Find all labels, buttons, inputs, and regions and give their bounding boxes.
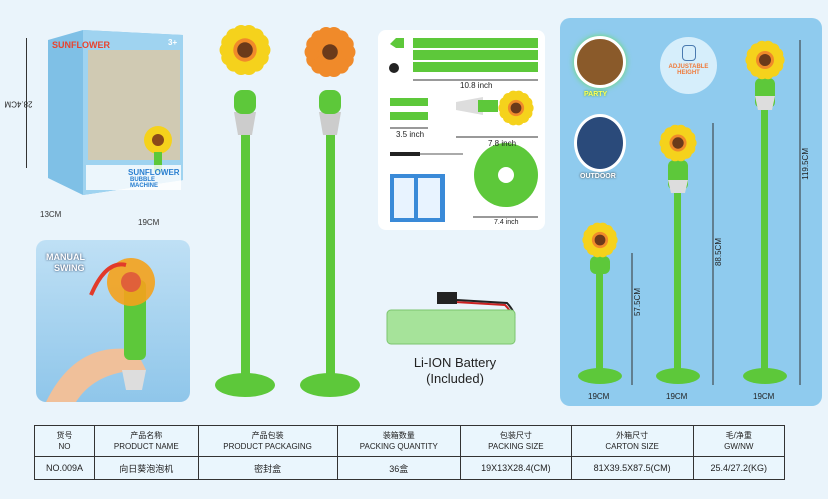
product-box: SUNFLOWER SUNFLOWER BUBBLE MACHINE 3+ [48, 30, 183, 195]
height-small-label: 57.5CM [633, 288, 642, 317]
dim-line-height [26, 38, 27, 168]
age-badge: 3+ [168, 38, 178, 47]
battery-note: (Included) [426, 371, 484, 386]
box-width-label: 19CM [138, 218, 160, 227]
cell-product-name: 向日葵泡泡机 [94, 456, 199, 480]
battery-caption: Li-ION Battery (Included) [395, 355, 515, 387]
cell-weight: 25.4/27.2(KG) [692, 456, 786, 480]
width-medium-label: 19CM [666, 392, 688, 401]
sunflower-head [498, 90, 534, 126]
sunflower-head [304, 26, 356, 78]
head-length-label: 7.8 inch [488, 139, 517, 148]
box-subtitle: BUBBLE MACHINE [130, 177, 158, 189]
cell-packaging: 密封盒 [197, 456, 338, 480]
box-brand-front: SUNFLOWER [128, 168, 180, 177]
sunflower-head [582, 222, 618, 258]
party-label: PARTY [584, 91, 608, 98]
height-large-label: 119.5CM [801, 148, 810, 180]
table-row: NO.009A 向日葵泡泡机 密封盒 36盒 19X13X28.4(CM) 81… [34, 456, 786, 480]
box-height-label: 28.4CM [4, 99, 33, 109]
height-medium-label: 88.5CM [714, 238, 723, 267]
cell-quantity: 36盒 [336, 456, 462, 480]
width-small-label: 19CM [588, 392, 610, 401]
cell-packing-size: 19X13X28.4(CM) [460, 456, 572, 480]
sunflower-head [219, 24, 271, 76]
adjustable-label-line1: ADJUSTABLE [668, 64, 709, 70]
outdoor-scene-image [574, 114, 626, 172]
adjustable-height-badge: ADJUSTABLE HEIGHT [660, 37, 717, 94]
base-diameter-label: 7.4 inch [494, 219, 519, 226]
battery-image [385, 290, 525, 355]
adjustable-height-icon [682, 45, 696, 61]
tube-length-label: 10.8 inch [460, 81, 493, 90]
party-scene-image [574, 36, 626, 88]
manual-swing-panel: MANUAL SWING [36, 240, 190, 402]
parts-panel: 10.8 inch 3.5 inch 7.8 inch 7.4 inch [378, 30, 545, 230]
manual-label: MANUAL [46, 252, 85, 262]
connector-length-label: 3.5 inch [396, 130, 425, 139]
outdoor-label: OUTDOOR [580, 173, 616, 180]
sunflower-head [745, 40, 785, 80]
height-options-panel: PARTY OUTDOOR ADJUSTABLE HEIGHT 57.5CM 8… [560, 18, 822, 406]
swing-label: SWING [54, 263, 85, 273]
battery-title: Li-ION Battery [413, 355, 497, 370]
sunflower-stand-side [295, 20, 365, 410]
sunflower-stand-front [210, 20, 280, 410]
cell-no: NO.009A [34, 456, 95, 480]
adjustable-label-line2: HEIGHT [677, 70, 700, 76]
sunflower-head [659, 124, 697, 162]
width-large-label: 19CM [753, 392, 775, 401]
cell-carton-size: 81X39.5X87.5(CM) [570, 456, 694, 480]
box-depth-label: 13CM [40, 210, 62, 219]
box-brand: SUNFLOWER [52, 40, 110, 50]
